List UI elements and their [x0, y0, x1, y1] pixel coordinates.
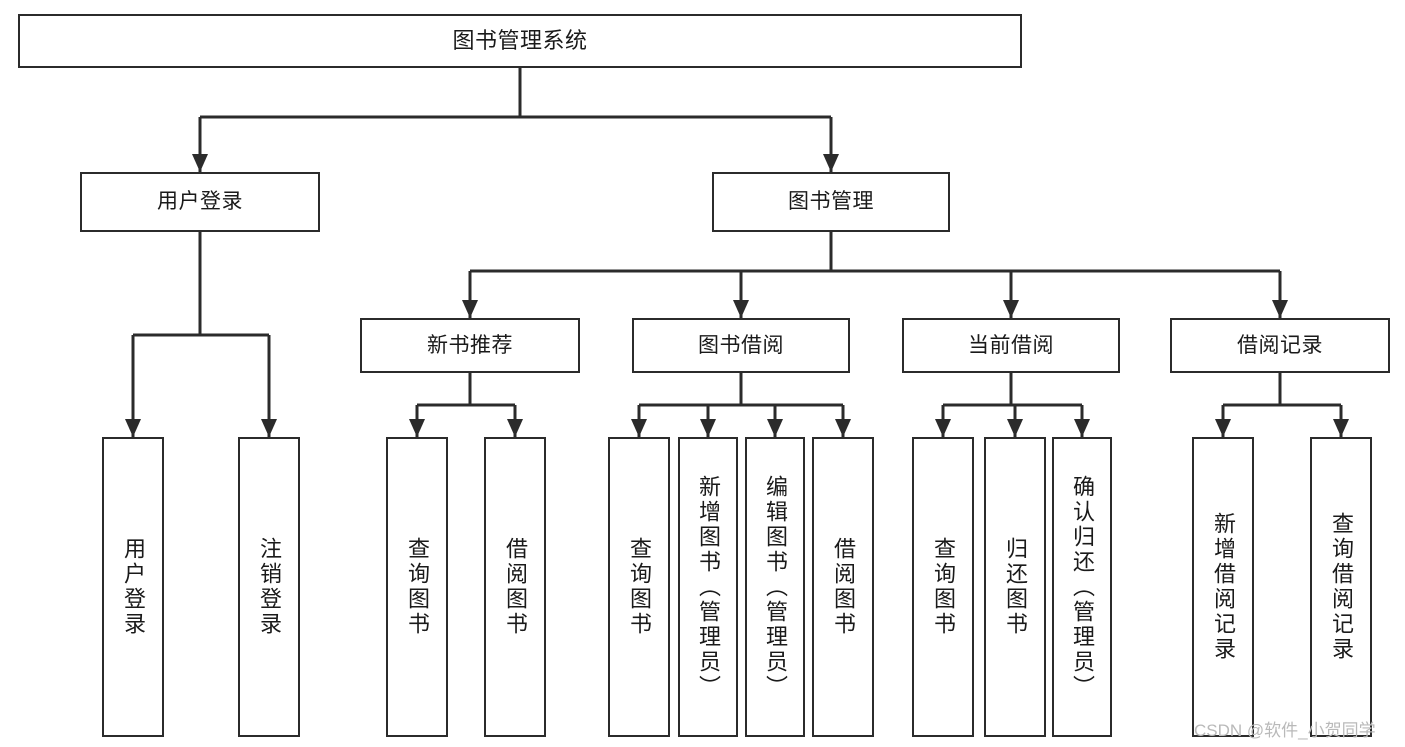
- node-label-leaf-borrow-book-1: 借阅图书: [503, 537, 528, 637]
- node-label-leaf-user-login: 用户登录: [121, 537, 146, 637]
- arrowhead-book-borrow: [733, 300, 749, 318]
- arrowhead-book-manage: [823, 154, 839, 172]
- node-label-leaf-add-book: 新增图书（管理员）: [696, 474, 721, 700]
- arrowhead-leaf-borrow-book-2: [835, 419, 851, 437]
- arrowhead-new-book-rec: [462, 300, 478, 318]
- node-borrow-record: 借阅记录: [1170, 318, 1390, 373]
- node-label-leaf-edit-book: 编辑图书（管理员）: [763, 474, 788, 700]
- node-new-book-rec: 新书推荐: [360, 318, 580, 373]
- node-leaf-add-record: 新增借阅记录: [1192, 437, 1254, 737]
- node-leaf-add-book: 新增图书（管理员）: [678, 437, 738, 737]
- node-leaf-borrow-book-2: 借阅图书: [812, 437, 874, 737]
- node-label-leaf-query-record: 查询借阅记录: [1329, 512, 1354, 662]
- node-leaf-user-login: 用户登录: [102, 437, 164, 737]
- node-leaf-logout: 注销登录: [238, 437, 300, 737]
- node-label-book-borrow: 图书借阅: [698, 333, 784, 357]
- node-leaf-query-record: 查询借阅记录: [1310, 437, 1372, 737]
- node-label-leaf-return-book: 归还图书: [1003, 537, 1028, 637]
- node-label-leaf-borrow-book-2: 借阅图书: [831, 537, 856, 637]
- arrowhead-leaf-borrow-book-1: [507, 419, 523, 437]
- node-label-borrow-record: 借阅记录: [1237, 333, 1323, 357]
- node-leaf-edit-book: 编辑图书（管理员）: [745, 437, 805, 737]
- node-label-leaf-confirm-return: 确认归还（管理员）: [1070, 474, 1095, 700]
- arrowhead-current-borrow: [1003, 300, 1019, 318]
- node-label-leaf-query-book-2: 查询图书: [627, 537, 652, 637]
- node-leaf-borrow-book-1: 借阅图书: [484, 437, 546, 737]
- node-root: 图书管理系统: [18, 14, 1022, 68]
- arrowhead-leaf-add-book: [700, 419, 716, 437]
- node-leaf-query-book-3: 查询图书: [912, 437, 974, 737]
- node-label-current-borrow: 当前借阅: [968, 333, 1054, 357]
- node-label-user-login: 用户登录: [157, 190, 243, 214]
- arrowhead-leaf-query-book-1: [409, 419, 425, 437]
- node-label-new-book-rec: 新书推荐: [427, 333, 513, 357]
- arrowhead-borrow-record: [1272, 300, 1288, 318]
- node-user-login: 用户登录: [80, 172, 320, 232]
- arrowhead-leaf-confirm-return: [1074, 419, 1090, 437]
- node-label-leaf-logout: 注销登录: [257, 537, 282, 637]
- node-label-book-manage: 图书管理: [788, 190, 874, 214]
- arrowhead-leaf-query-book-2: [631, 419, 647, 437]
- arrowhead-user-login: [192, 154, 208, 172]
- node-leaf-query-book-1: 查询图书: [386, 437, 448, 737]
- arrowhead-leaf-query-record: [1333, 419, 1349, 437]
- arrowhead-leaf-add-record: [1215, 419, 1231, 437]
- node-leaf-confirm-return: 确认归还（管理员）: [1052, 437, 1112, 737]
- arrowhead-leaf-query-book-3: [935, 419, 951, 437]
- arrowhead-leaf-edit-book: [767, 419, 783, 437]
- node-label-leaf-query-book-1: 查询图书: [405, 537, 430, 637]
- node-leaf-return-book: 归还图书: [984, 437, 1046, 737]
- node-label-root: 图书管理系统: [452, 27, 588, 53]
- arrowhead-leaf-logout: [261, 419, 277, 437]
- arrowhead-leaf-user-login: [125, 419, 141, 437]
- node-current-borrow: 当前借阅: [902, 318, 1120, 373]
- node-label-leaf-query-book-3: 查询图书: [931, 537, 956, 637]
- node-book-manage: 图书管理: [712, 172, 950, 232]
- arrowhead-leaf-return-book: [1007, 419, 1023, 437]
- node-book-borrow: 图书借阅: [632, 318, 850, 373]
- node-label-leaf-add-record: 新增借阅记录: [1211, 512, 1236, 662]
- node-leaf-query-book-2: 查询图书: [608, 437, 670, 737]
